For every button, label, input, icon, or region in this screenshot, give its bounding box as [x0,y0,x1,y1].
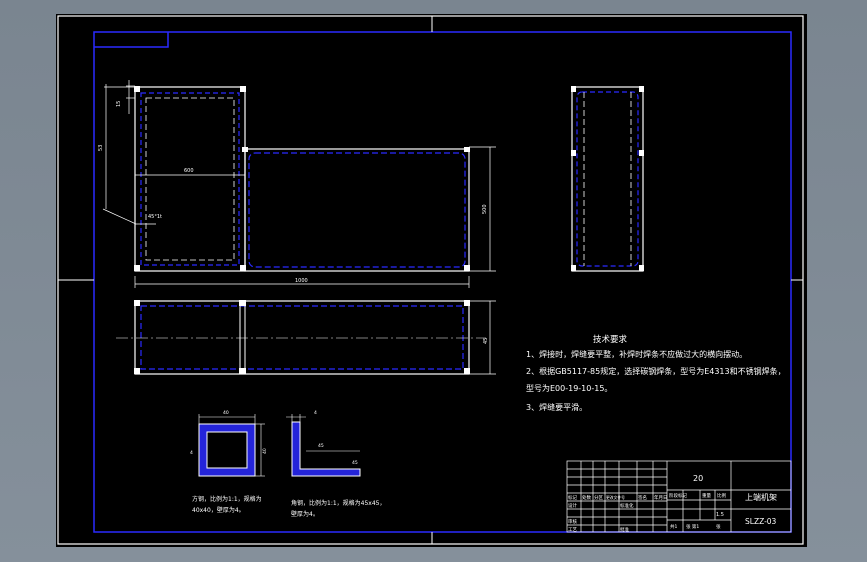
front-dims [102,80,496,288]
square-caption-2: 40x40，壁厚为4。 [192,506,245,514]
tb-cell-count: 处数 [582,494,591,501]
tb-cell-mark: 标记 [568,494,577,501]
top-view: 45 [116,300,496,375]
dim-40-top: 40 [223,410,229,416]
dim-chamfer: 45°1t [148,214,162,220]
sheet-suffix: 张 [716,523,721,530]
title-part-name: 上端机架 [745,492,777,502]
square-tube-section: 40 40 4 方钢，比例为1:1，规格为 40x40，壁厚为4。 [190,410,268,514]
dim-53: 53 [98,145,104,151]
notes-heading: 技术要求 [593,334,628,345]
tb-design: 设计 [568,502,577,509]
sheet-count: 共1 [670,523,677,530]
angle-dim-45-mid: 45 [318,443,324,449]
drawing-sheet: 15 53 600 45°1t 500 1000 [56,14,807,547]
outer-frame [57,15,804,545]
tb-cell-zone: 分区 [594,494,603,501]
angle-steel-section: 4 45 45 角钢，比例为1:1，规格为45x45， 壁厚为4。 [286,410,385,518]
dim-45: 45 [483,338,489,344]
dim-600: 600 [184,168,194,174]
tb-cell-change: 更改文件号 [606,495,625,500]
note-line-4: 3、焊缝要平滑。 [526,402,587,412]
title-material: 20 [693,474,703,483]
title-drawing-no: SLZZ-03 [745,517,777,526]
inner-border [93,31,792,533]
dim-15: 15 [116,101,122,107]
weight-label: 重量 [702,492,711,499]
tb-standard: 标准化 [620,502,634,509]
dim-40-side: 40 [262,448,268,454]
centering-marks [58,16,803,544]
cad-drawing: 15 53 600 45°1t 500 1000 [57,15,804,545]
tb-check: 审核 [568,518,577,525]
front-dim-text: 15 53 600 45°1t 500 1000 [98,101,488,284]
stage-label: 阶段标记 [669,492,687,499]
angle-caption-2: 壁厚为4。 [291,510,319,518]
dim-1000: 1000 [295,278,308,284]
square-caption-1: 方钢，比例为1:1，规格为 [192,495,262,503]
tb-cell-sign: 签名 [638,494,647,501]
scale-label: 比例 [717,492,726,499]
tb-approve: 批准 [620,526,629,533]
dim-4-wall: 4 [190,450,193,456]
tb-process: 工艺 [568,527,577,533]
angle-dim-45-right: 45 [352,460,358,466]
note-line-1: 1、焊接时，焊缝要平整，补焊时焊条不应做过大的横向摆动。 [526,349,747,359]
tb-cell-date: 年月日 [654,494,668,501]
angle-dim-4: 4 [314,410,317,416]
note-line-2: 2、根据GB5117-85规定，选择碳钢焊条，型号为E4313和不锈钢焊条， [526,366,786,376]
side-view [571,86,644,272]
title-block: 20 上端机架 SLZZ-03 1.5 阶段标记 重量 比例 共1 张 第1 张… [566,460,792,533]
dim-500: 500 [482,204,488,214]
title-scale: 1.5 [716,512,724,518]
front-view [134,86,470,272]
corner-tab [94,32,169,48]
technical-notes: 技术要求 1、焊接时，焊缝要平整，补焊时焊条不应做过大的横向摆动。 2、根据GB… [526,334,786,412]
sheet-num: 张 第1 [686,523,699,530]
angle-caption-1: 角钢，比例为1:1，规格为45x45， [291,499,385,507]
note-line-3: 型号为E00-19-10-15。 [526,383,612,393]
